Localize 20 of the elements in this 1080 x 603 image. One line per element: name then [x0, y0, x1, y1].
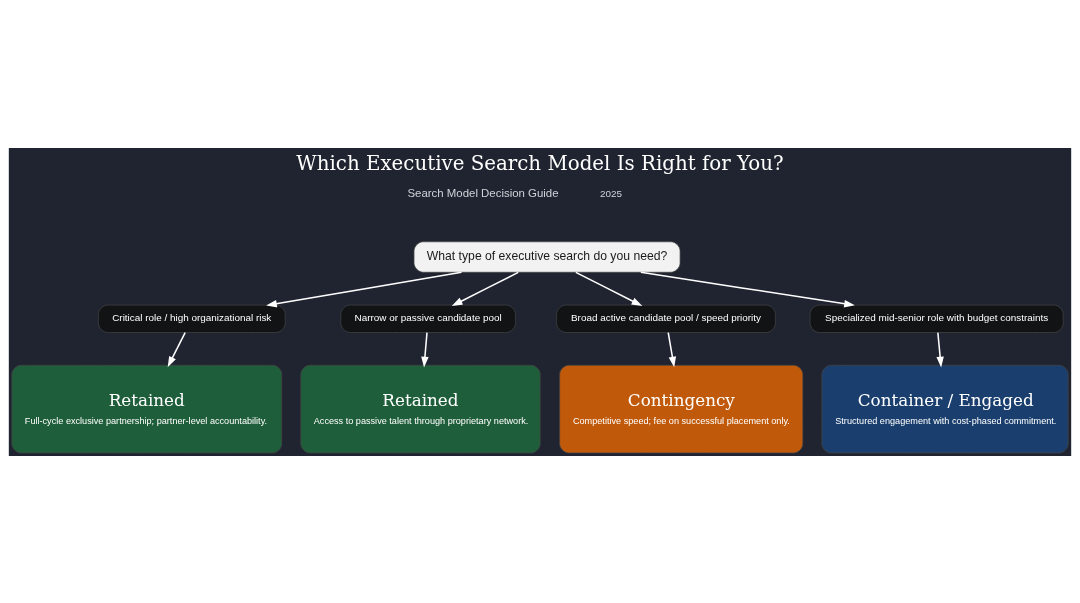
arrow [421, 331, 429, 367]
arrow [167, 331, 186, 367]
node-box: Contingency Competitive speed; fee on successful placement only. [559, 364, 804, 453]
arrow [640, 271, 855, 307]
arrow [266, 271, 463, 307]
node-box: Container / Engaged Structured engagement with cost-phased commitment. [821, 364, 1069, 453]
label: 2025 [600, 187, 623, 199]
node-box: Specialized mid-senior role with budget constraints [809, 304, 1064, 333]
arrow [936, 331, 944, 367]
node-box: Broad active candidate pool / speed priority [556, 304, 776, 333]
diagram-title: Which Executive Search Model Is Right for You? [296, 151, 784, 175]
node-box: Retained Full-cycle exclusive partnership; partner-level accountability. [11, 364, 283, 453]
node-box: Retained Access to passive talent through proprietary network. [300, 364, 541, 453]
node-box: Narrow or passive candidate pool [340, 304, 516, 333]
label: Search Model Decision Guide [407, 186, 559, 199]
arrow [451, 271, 519, 306]
arrow [575, 271, 643, 306]
node-box: What type of executive search do you need? [413, 240, 681, 273]
node-box: Critical role / high organizational risk [98, 304, 286, 333]
arrow [667, 331, 677, 367]
